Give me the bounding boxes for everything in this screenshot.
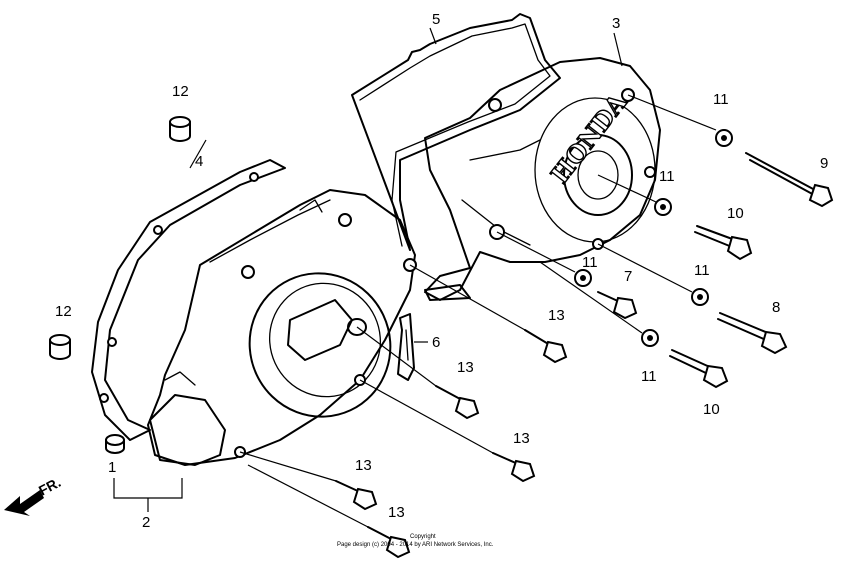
washer-11-e xyxy=(641,329,659,347)
bolt-13-e xyxy=(367,526,411,559)
washer-11-a xyxy=(715,129,733,147)
washer-11-b xyxy=(654,198,672,216)
callout-13-e: 13 xyxy=(388,504,405,521)
outer-gasket-5 xyxy=(351,13,561,251)
callout-11-c: 11 xyxy=(582,254,598,271)
brand-logo-text: HONDA xyxy=(545,88,633,189)
callout-3: 3 xyxy=(612,15,620,32)
callout-10-upper: 10 xyxy=(727,205,744,222)
callout-2: 2 xyxy=(142,514,150,531)
callouts: 1 2 3 4 5 6 7 8 9 10 10 11 11 11 11 11 1… xyxy=(55,11,828,531)
callout-13-d: 13 xyxy=(355,457,372,474)
dowel-pin-12-lower xyxy=(49,334,71,360)
bolt-7 xyxy=(597,291,638,320)
dowel-pin-12-upper xyxy=(169,116,191,142)
callout-12-upper: 12 xyxy=(172,83,189,100)
washer-11-c xyxy=(574,269,592,287)
inner-gasket-4 xyxy=(91,159,286,441)
copyright-line-2: Page design (c) 2004 - 2014 by ARI Netwo… xyxy=(337,542,494,548)
bolt-9 xyxy=(745,152,834,208)
copyright-line-1: Copyright xyxy=(410,534,436,540)
callout-12-lower: 12 xyxy=(55,303,72,320)
callout-13-a: 13 xyxy=(548,307,565,324)
callout-7: 7 xyxy=(624,268,632,285)
bolt-13-b xyxy=(435,385,480,420)
callout-11-b: 11 xyxy=(659,168,675,185)
callout-4: 4 xyxy=(195,153,203,170)
oil-seal-small xyxy=(105,434,125,454)
callout-8: 8 xyxy=(772,299,780,316)
callout-9: 9 xyxy=(820,155,828,172)
callout-5: 5 xyxy=(432,11,440,28)
bolt-10-upper xyxy=(694,225,753,261)
washer-11-d xyxy=(691,288,709,306)
callout-11-d: 11 xyxy=(694,262,710,279)
callout-11-e: 11 xyxy=(641,368,657,385)
callout-13-c: 13 xyxy=(513,430,530,447)
bolt-13-c xyxy=(492,452,536,483)
callout-1: 1 xyxy=(108,459,116,476)
callout-13-b: 13 xyxy=(457,359,474,376)
transmission-cover-1 xyxy=(147,189,417,466)
bolt-13-d xyxy=(335,480,378,511)
bolt-10-lower xyxy=(669,349,729,389)
callout-11-a: 11 xyxy=(713,91,729,108)
copyright-watermark: Copyright Page design (c) 2004 - 2014 by… xyxy=(337,534,494,548)
clamp-6 xyxy=(397,313,415,381)
callout-6: 6 xyxy=(432,334,440,351)
front-direction-arrow: FR. xyxy=(4,474,63,516)
callout-10-lower: 10 xyxy=(703,401,720,418)
bolt-13-a xyxy=(524,329,568,364)
leader-lines xyxy=(113,27,717,528)
bolt-8 xyxy=(717,312,788,355)
